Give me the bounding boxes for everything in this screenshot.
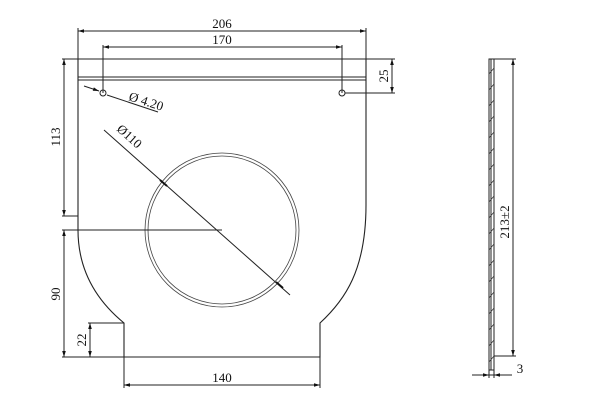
leader-4-20 (83, 85, 100, 92)
dim-206-label: 206 (212, 16, 232, 31)
plate-outline (77, 58, 367, 358)
side-view: 213±2 3 (472, 58, 524, 378)
dim-90-label: 90 (48, 288, 63, 301)
dim-170-label: 170 (212, 32, 232, 47)
dim-213-label: 213±2 (497, 205, 512, 238)
arrow (275, 281, 284, 289)
dim-113-label: 113 (48, 127, 63, 146)
dim-22-label: 22 (74, 334, 89, 347)
dim-25-label: 25 (376, 70, 391, 83)
dim-3-label: 3 (517, 361, 524, 376)
dim-4-20-label: Ø 4.20 (127, 89, 165, 114)
leader-4-20 (106, 94, 159, 113)
dim-140-label: 140 (212, 370, 232, 385)
dim-110-label: Ø110 (114, 121, 145, 151)
leader-110 (103, 129, 291, 296)
arrow (159, 179, 168, 187)
hatching (488, 67, 495, 363)
front-view: 206 170 25 Ø 4.20 Ø110 113 90 (48, 16, 395, 388)
